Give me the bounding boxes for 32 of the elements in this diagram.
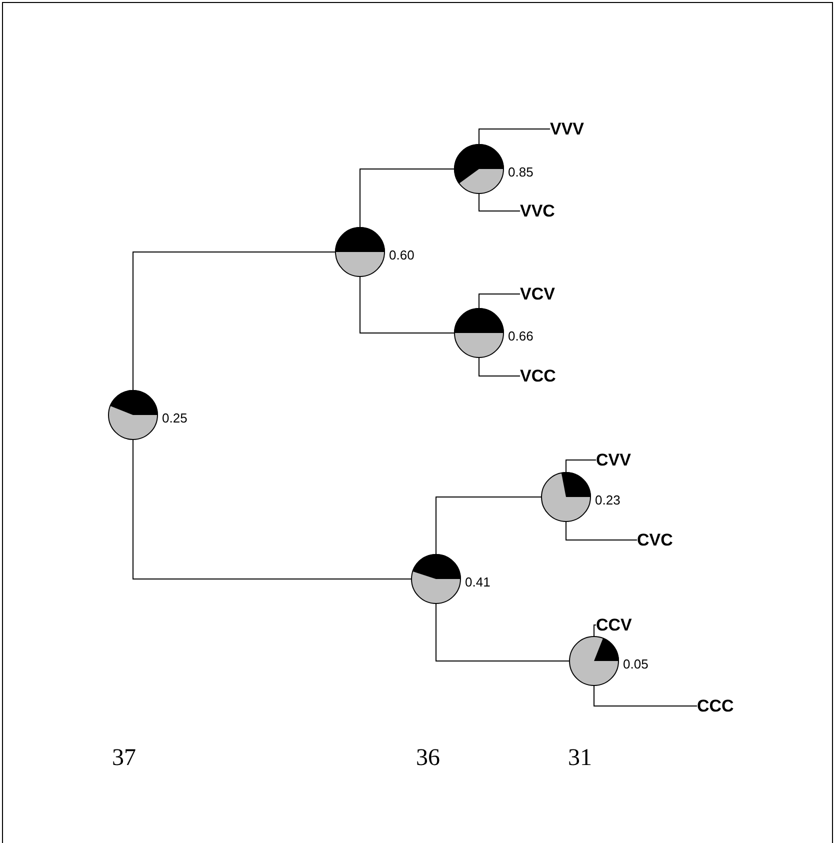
leaf-label: CVV xyxy=(596,452,631,468)
axis-label: 36 xyxy=(416,746,440,770)
leaf-label: VVV xyxy=(550,120,584,138)
tree-branch xyxy=(436,496,542,554)
leaf-label: VCC xyxy=(520,368,556,384)
leaf-label: CCC xyxy=(697,698,734,714)
tree-branch xyxy=(478,194,520,212)
axis-label: 37 xyxy=(112,746,136,770)
node-value: 0.41 xyxy=(465,576,490,588)
tree-branch xyxy=(132,440,412,580)
tree-branch xyxy=(594,624,596,636)
tree-branch xyxy=(360,276,454,334)
tree-branch xyxy=(360,168,454,228)
tree-branch xyxy=(478,294,520,308)
leaf-label: VVC xyxy=(520,202,555,220)
tree-branch xyxy=(132,252,336,390)
node-value: 0.85 xyxy=(508,166,534,178)
leaf-label: CCV xyxy=(596,616,632,634)
tree-branch xyxy=(478,128,550,144)
tree-branch xyxy=(594,686,698,706)
tree-branch xyxy=(436,604,570,662)
leaf-label: VCV xyxy=(520,286,555,302)
node-value: 0.25 xyxy=(162,412,188,424)
node-value: 0.60 xyxy=(389,248,414,262)
axis-label: 31 xyxy=(568,746,592,770)
tree-branch xyxy=(478,358,520,376)
tree-branch xyxy=(566,460,596,472)
node-value: 0.66 xyxy=(508,330,534,342)
node-value: 0.23 xyxy=(595,494,620,506)
tree-branch xyxy=(566,522,638,540)
node-value: 0.05 xyxy=(623,658,648,670)
leaf-label: CVC xyxy=(637,532,673,548)
